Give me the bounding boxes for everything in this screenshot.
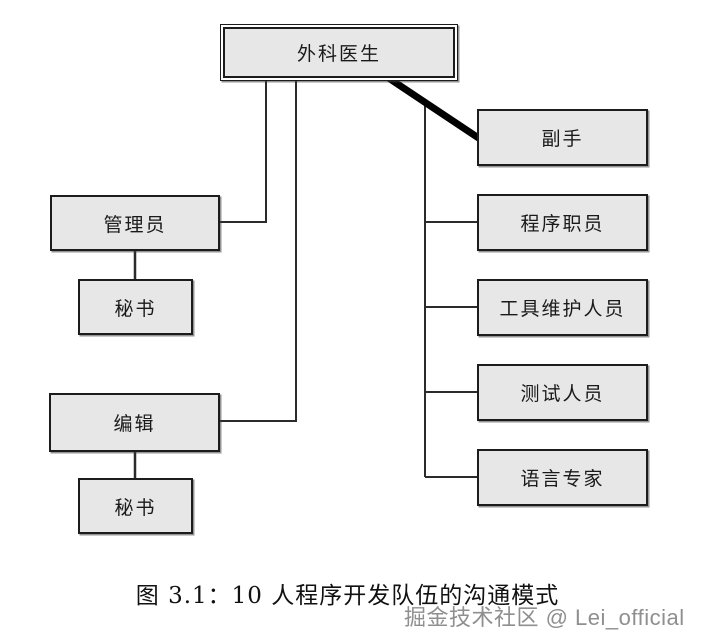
org-node-admin-secretary: 秘书	[78, 279, 193, 335]
org-node-program-clerk: 程序职员	[477, 194, 648, 251]
org-node-language-expert: 语言专家	[477, 449, 648, 506]
figure-caption: 图 3.1：10 人程序开发队伍的沟通模式	[135, 583, 560, 609]
org-node-copilot: 副手	[477, 109, 648, 166]
org-node-toolsmith: 工具维护人员	[477, 279, 648, 336]
org-node-surgeon: 外科医生	[220, 24, 458, 81]
org-node-editor-secretary: 秘书	[78, 478, 193, 534]
org-node-surgeon-label: 外科医生	[223, 27, 455, 78]
watermark-text: 掘金技术社区 @ Lei_official	[404, 605, 685, 630]
org-node-tester: 测试人员	[477, 364, 648, 421]
edge-surgeon-editor	[220, 81, 297, 422]
edge-surgeon-admin	[220, 81, 267, 223]
org-node-editor: 编辑	[49, 393, 220, 452]
edge-surgeon-copilot-thick	[386, 75, 484, 143]
org-node-admin: 管理员	[50, 195, 220, 251]
